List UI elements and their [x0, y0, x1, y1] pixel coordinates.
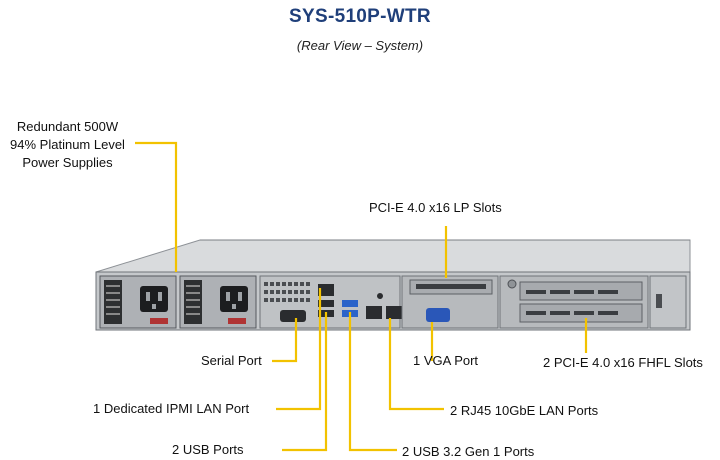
rj45-label: 2 RJ45 10GbE LAN Ports	[450, 403, 599, 418]
chassis-top	[95, 239, 691, 273]
psu-2	[179, 275, 257, 329]
vga-port-label: 1 VGA Port	[413, 353, 479, 368]
usb3-port-a	[342, 300, 358, 307]
pcie-fhfl-slot-area	[499, 275, 649, 329]
psu-label: Redundant 500W 94% Platinum Level Power …	[10, 119, 125, 170]
usb3-label: 2 USB 3.2 Gen 1 Ports	[402, 444, 535, 459]
leader-usb3	[348, 312, 397, 452]
serial-port-label: Serial Port	[201, 353, 262, 368]
ipmi-lan-shape	[318, 284, 334, 296]
page-subtitle: (Rear View – System)	[296, 38, 424, 53]
usb2-label: 2 USB Ports	[172, 442, 244, 457]
pcie-lp-label: PCI-E 4.0 x16 LP Slots	[369, 200, 502, 215]
usb2-port-a	[318, 300, 334, 307]
serial-port-shape	[280, 310, 306, 322]
leader-serial	[272, 318, 298, 363]
ipmi-lan-label: 1 Dedicated IPMI LAN Port	[93, 401, 250, 416]
vga-port-shape	[426, 308, 450, 322]
rj45-port-b	[386, 306, 402, 319]
leader-psu	[135, 141, 178, 272]
pcie-lp-slot-area	[401, 275, 499, 329]
rj45-port-a	[366, 306, 382, 319]
leader-usb2	[282, 312, 328, 452]
pcie-fhfl-label: 2 PCI-E 4.0 x16 FHFL Slots	[543, 355, 703, 370]
page-title: SYS-510P-WTR	[289, 6, 431, 27]
psu-1	[99, 275, 177, 329]
io-panel	[259, 275, 402, 329]
leader-rj45	[388, 318, 444, 411]
leader-ipmi	[276, 288, 322, 411]
